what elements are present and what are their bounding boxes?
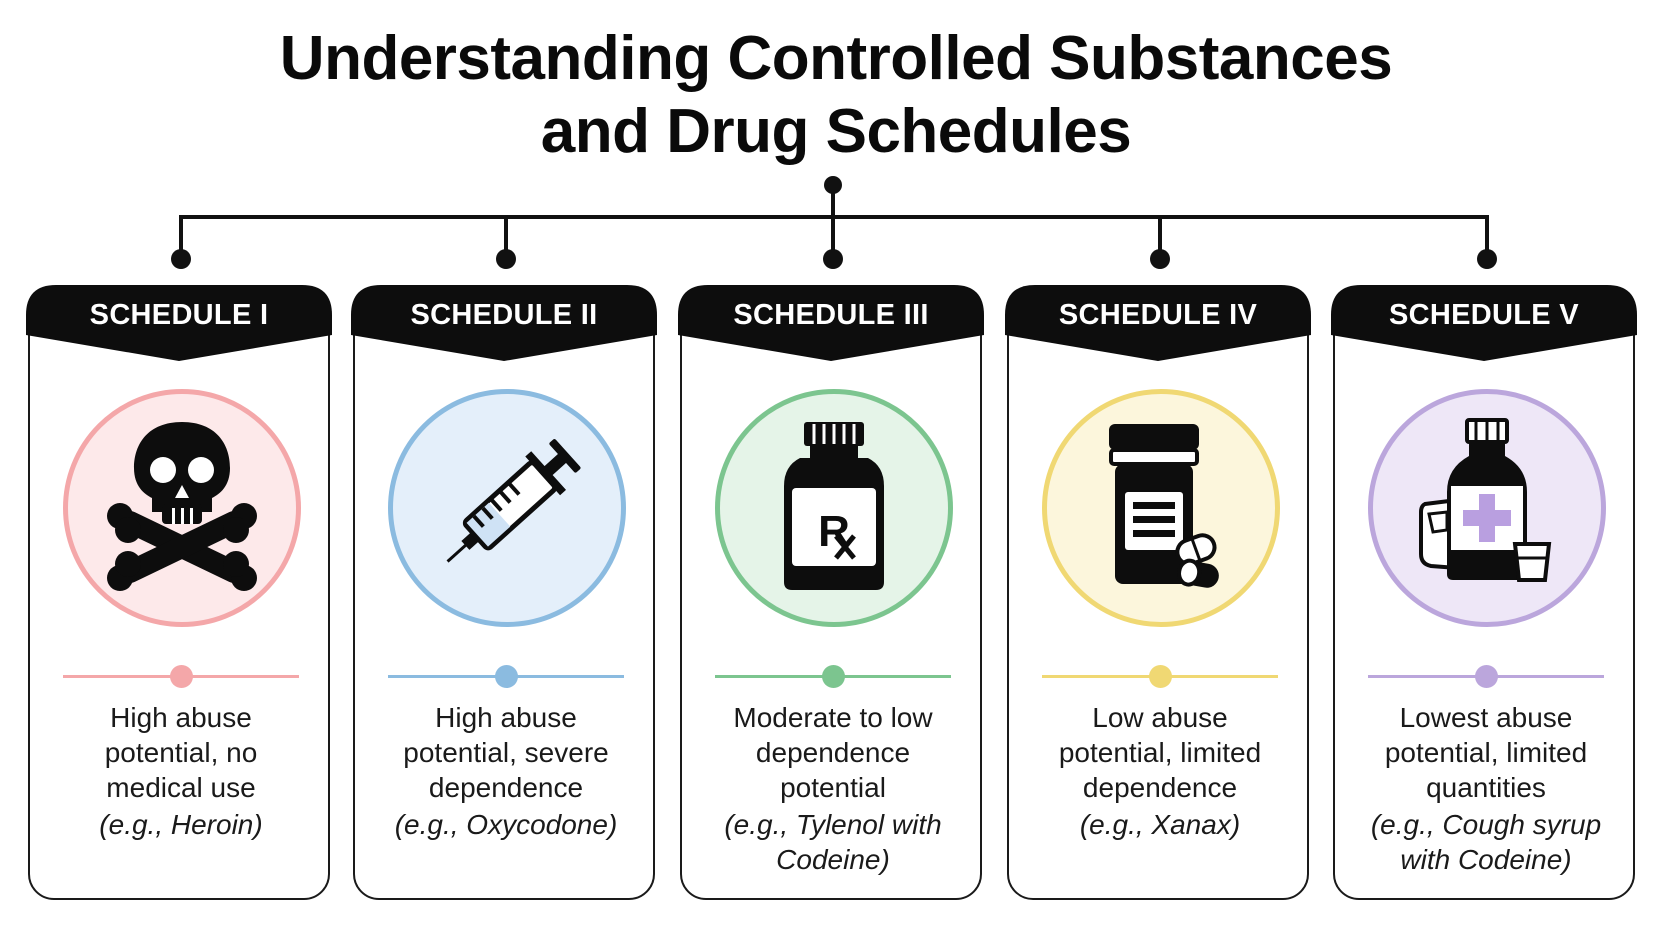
divider-dot — [1149, 665, 1172, 688]
example-line: with Codeine) — [1400, 844, 1572, 875]
schedule-example: (e.g., Heroin) — [42, 807, 320, 842]
example-line: (e.g., Oxycodone) — [394, 809, 618, 840]
schedule-header: SCHEDULE IV — [1005, 285, 1311, 367]
pill-bottle-icon — [1109, 424, 1219, 588]
example-line: (e.g., Tylenol with — [724, 809, 942, 840]
description-line: dependence — [755, 737, 911, 768]
schedule-label: SCHEDULE III — [733, 299, 929, 331]
divider-dot — [1475, 665, 1498, 688]
schedule-label: SCHEDULE II — [410, 299, 598, 331]
icon-circle — [388, 389, 626, 627]
schedule-header: SCHEDULE III — [678, 285, 984, 367]
divider — [63, 664, 299, 688]
description-line: quantities — [1426, 772, 1546, 803]
icon-circle — [1368, 389, 1606, 627]
schedule-example: (e.g., Tylenol with Codeine) — [694, 807, 972, 877]
divider — [715, 664, 951, 688]
schedule-example: (e.g., Xanax) — [1021, 807, 1299, 842]
syringe-icon — [446, 439, 581, 563]
example-line: (e.g., Heroin) — [99, 809, 263, 840]
example-line: Codeine) — [776, 844, 890, 875]
schedule-description: High abuse potential, severe dependence — [367, 700, 645, 805]
schedule-card-1: SCHEDULE I — [26, 285, 332, 900]
description-line: potential, limited — [1384, 737, 1588, 768]
schedule-example: (e.g., Cough syrup with Codeine) — [1347, 807, 1625, 877]
divider — [388, 664, 624, 688]
description-line: potential, limited — [1058, 737, 1262, 768]
skull-crossbones-icon — [107, 422, 257, 591]
schedule-example: (e.g., Oxycodone) — [367, 807, 645, 842]
schedule-label: SCHEDULE V — [1389, 299, 1579, 331]
schedule-card-4: SCHEDULE IV Low abuse potential, limited… — [1005, 285, 1311, 900]
schedule-description: High abuse potential, no medical use — [42, 700, 320, 805]
description-line: Low abuse — [1092, 702, 1228, 733]
schedule-card-3: SCHEDULE III R Moderate to low dependenc… — [678, 285, 984, 900]
description-line: High abuse — [435, 702, 577, 733]
divider-dot — [495, 665, 518, 688]
prescription-bottle-icon: R — [784, 422, 884, 590]
divider-dot — [822, 665, 845, 688]
divider-dot — [170, 665, 193, 688]
cough-syrup-icon — [1419, 418, 1552, 582]
description-line: potential, severe — [403, 737, 609, 768]
title-line-2: and Drug Schedules — [540, 97, 1132, 166]
description-line: dependence — [428, 772, 584, 803]
description-line: Lowest abuse — [1399, 702, 1573, 733]
icon-circle — [1042, 389, 1280, 627]
example-line: (e.g., Xanax) — [1079, 809, 1241, 840]
schedule-label: SCHEDULE I — [89, 299, 269, 331]
schedule-header: SCHEDULE I — [26, 285, 332, 367]
schedule-header: SCHEDULE V — [1331, 285, 1637, 367]
description-line: potential — [780, 772, 886, 803]
icon-circle — [63, 389, 301, 627]
description-line: medical use — [106, 772, 256, 803]
description-line: High abuse — [110, 702, 252, 733]
icon-circle: R — [715, 389, 953, 627]
schedule-description: Moderate to low dependence potential — [694, 700, 972, 805]
schedule-header: SCHEDULE II — [351, 285, 657, 367]
schedule-description: Lowest abuse potential, limited quantiti… — [1347, 700, 1625, 805]
schedule-description: Low abuse potential, limited dependence — [1021, 700, 1299, 805]
divider — [1368, 664, 1604, 688]
title-line-1: Understanding Controlled Substances — [279, 24, 1393, 93]
schedule-card-5: SCHEDULE V Lowest abuse potential, limit… — [1331, 285, 1637, 900]
page-title: Understanding Controlled Substances and … — [0, 22, 1672, 168]
description-line: dependence — [1082, 772, 1238, 803]
example-line: (e.g., Cough syrup — [1370, 809, 1602, 840]
description-line: Moderate to low — [733, 702, 933, 733]
divider — [1042, 664, 1278, 688]
schedule-label: SCHEDULE IV — [1058, 299, 1258, 331]
description-line: potential, no — [104, 737, 258, 768]
schedule-card-2: SCHEDULE II H — [351, 285, 657, 900]
